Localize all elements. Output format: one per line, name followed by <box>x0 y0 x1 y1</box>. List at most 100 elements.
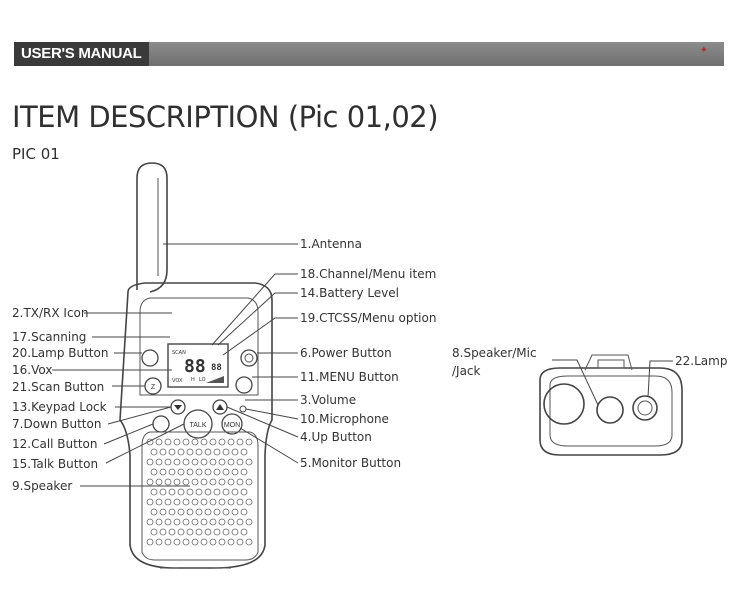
grille-hole <box>168 448 176 456</box>
grille-hole <box>164 518 172 526</box>
label-speaker: 9.Speaker <box>12 479 73 493</box>
grille-hole <box>236 438 244 446</box>
grille-hole <box>204 448 212 456</box>
grille-hole <box>213 468 221 476</box>
grille-hole <box>218 478 226 486</box>
speaker-grille-icon <box>146 438 253 546</box>
grille-hole <box>222 528 230 536</box>
grille-hole <box>200 438 208 446</box>
lcd-scan-text: SCAN <box>172 350 186 356</box>
grille-hole <box>159 508 167 516</box>
label-volume: 3.Volume <box>300 393 357 407</box>
grille-hole <box>204 528 212 536</box>
grille-hole <box>191 438 199 446</box>
grille-hole <box>173 518 181 526</box>
grille-hole <box>222 468 230 476</box>
grille-hole <box>182 498 190 506</box>
grille-hole <box>240 468 248 476</box>
grille-hole <box>168 488 176 496</box>
grille-hole <box>209 458 217 466</box>
grille-hole <box>227 438 235 446</box>
grille-hole <box>204 468 212 476</box>
menu-button-icon <box>235 376 253 394</box>
grille-hole <box>159 468 167 476</box>
label-keypad-lock: 13.Keypad Lock <box>12 400 107 414</box>
grille-hole <box>240 508 248 516</box>
grille-hole <box>200 538 208 546</box>
grille-hole <box>209 538 217 546</box>
grille-hole <box>173 458 181 466</box>
lamp-icon <box>637 400 653 416</box>
grille-hole <box>186 488 194 496</box>
monitor-button <box>221 413 243 435</box>
grille-hole <box>191 478 199 486</box>
speaker-grille-frame <box>141 431 259 561</box>
grille-hole <box>200 498 208 506</box>
grille-hole <box>186 468 194 476</box>
grille-hole <box>218 538 226 546</box>
grille-hole <box>146 518 154 526</box>
label-battery: 14.Battery Level <box>300 286 399 300</box>
grille-hole <box>227 538 235 546</box>
grille-hole <box>200 518 208 526</box>
label-menu: 11.MENU Button <box>300 370 399 384</box>
label-tx-rx: 2.TX/RX Icon <box>12 306 89 320</box>
grille-hole <box>227 518 235 526</box>
grille-hole <box>155 478 163 486</box>
banner-title: USER'S MANUAL <box>14 42 149 66</box>
grille-hole <box>200 478 208 486</box>
label-jack: /Jack <box>452 364 481 378</box>
grille-hole <box>146 458 154 466</box>
banner-mark-icon: ✦ <box>699 45 708 56</box>
label-up: 4.Up Button <box>300 430 372 444</box>
lcd-lo-text: LO <box>199 377 206 383</box>
grille-hole <box>236 538 244 546</box>
manual-banner: USER'S MANUAL ✦ <box>14 42 724 66</box>
grille-hole <box>173 538 181 546</box>
battery-icon <box>206 376 224 383</box>
grille-hole <box>182 518 190 526</box>
label-call: 12.Call Button <box>12 437 98 451</box>
grille-hole <box>227 498 235 506</box>
grille-hole <box>150 488 158 496</box>
page-title: ITEM DESCRIPTION (Pic 01,02) <box>12 100 439 134</box>
grille-hole <box>227 458 235 466</box>
label-monitor: 5.Monitor Button <box>300 456 402 470</box>
grille-hole <box>218 518 226 526</box>
grille-hole <box>222 508 230 516</box>
grille-hole <box>218 438 226 446</box>
grille-hole <box>164 478 172 486</box>
label-channel-menu: 18.Channel/Menu item <box>300 267 437 281</box>
grille-hole <box>159 488 167 496</box>
grille-hole <box>227 478 235 486</box>
grille-hole <box>155 498 163 506</box>
grille-hole <box>231 468 239 476</box>
grille-hole <box>150 508 158 516</box>
lcd-small-digits: 88 <box>211 363 222 373</box>
grille-hole <box>159 448 167 456</box>
grille-hole <box>186 528 194 536</box>
grille-hole <box>164 438 172 446</box>
grille-hole <box>195 488 203 496</box>
label-scan-button: 21.Scan Button <box>12 380 105 394</box>
grille-hole <box>155 538 163 546</box>
grille-hole <box>191 538 199 546</box>
grille-hole <box>186 508 194 516</box>
grille-hole <box>177 508 185 516</box>
grille-hole <box>209 478 217 486</box>
label-down: 7.Down Button <box>12 417 102 431</box>
grille-hole <box>182 438 190 446</box>
grille-hole <box>222 448 230 456</box>
grille-hole <box>164 458 172 466</box>
grille-hole <box>177 448 185 456</box>
grille-hole <box>177 528 185 536</box>
label-talk: 15.Talk Button <box>12 457 99 471</box>
grille-hole <box>213 528 221 536</box>
grille-hole <box>245 538 253 546</box>
grille-hole <box>182 478 190 486</box>
grille-hole <box>245 498 253 506</box>
grille-hole <box>155 438 163 446</box>
grille-hole <box>168 508 176 516</box>
grille-hole <box>218 458 226 466</box>
grille-hole <box>173 438 181 446</box>
